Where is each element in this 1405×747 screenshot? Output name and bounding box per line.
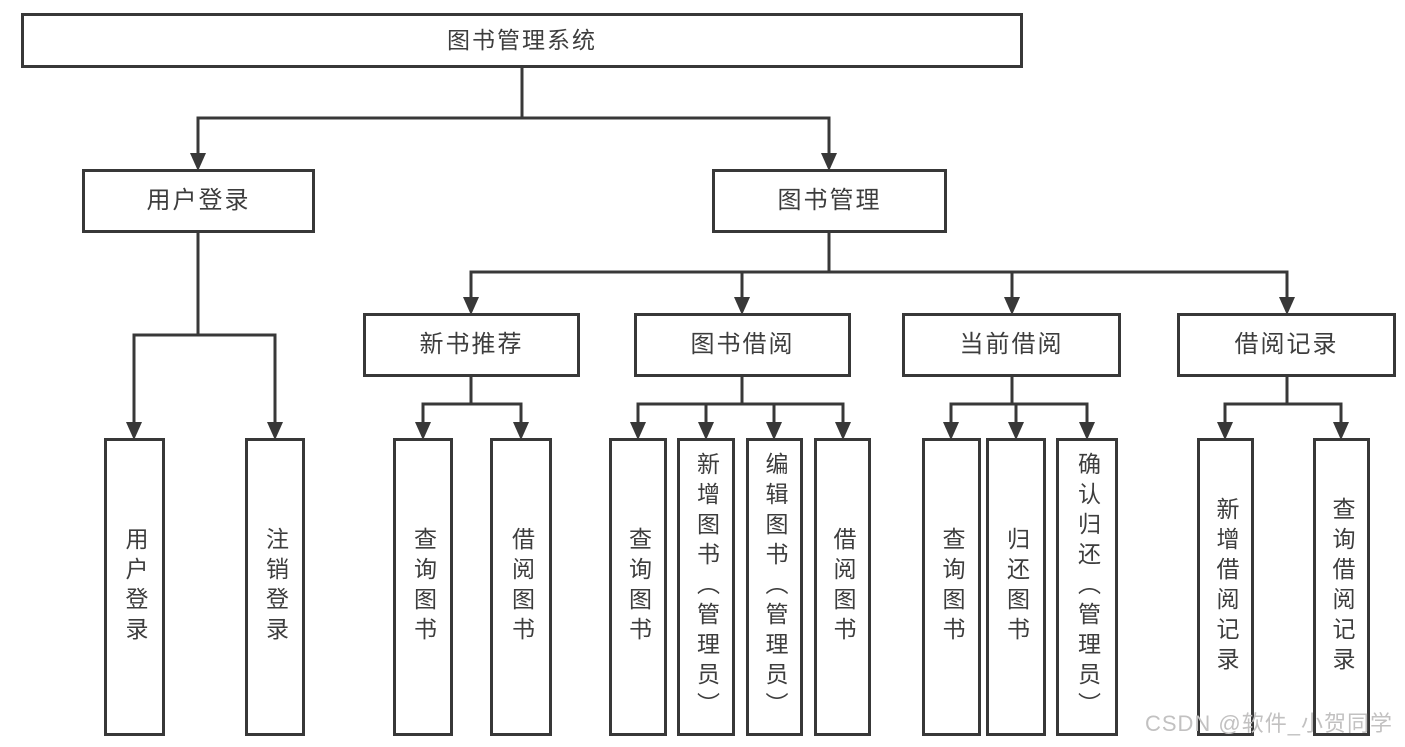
node-borrowing-records: 借阅记录: [1177, 313, 1396, 377]
node-new-book-recommendation: 新书推荐: [363, 313, 580, 377]
leaf-return-books: 归还图书: [986, 438, 1046, 736]
leaf-logout: 注销登录: [245, 438, 305, 736]
leaf-borrow-books-under-borrowing: 借阅图书: [814, 438, 871, 736]
leaf-query-books-under-current: 查询图书: [922, 438, 981, 736]
leaf-borrow-books-under-recommendation: 借阅图书: [490, 438, 552, 736]
leaf-add-borrow-record: 新增借阅记录: [1197, 438, 1254, 736]
leaf-query-books-under-borrowing: 查询图书: [609, 438, 667, 736]
leaf-edit-books-admin: 编辑图书（管理员）: [746, 438, 803, 736]
leaf-confirm-return-admin: 确认归还（管理员）: [1056, 438, 1118, 736]
node-book-borrowing: 图书借阅: [634, 313, 851, 377]
node-book-management: 图书管理: [712, 169, 947, 233]
leaf-query-books-under-recommendation: 查询图书: [393, 438, 453, 736]
arrowheads: [126, 153, 1349, 440]
leaf-query-borrow-record: 查询借阅记录: [1313, 438, 1370, 736]
node-user-login: 用户登录: [82, 169, 315, 233]
node-current-borrowing: 当前借阅: [902, 313, 1121, 377]
node-root-library-management-system: 图书管理系统: [21, 13, 1023, 68]
tree-edges: [132, 66, 1343, 425]
leaf-add-books-admin: 新增图书（管理员）: [677, 438, 735, 736]
leaf-user-login: 用户登录: [104, 438, 165, 736]
csdn-watermark: CSDN @软件_小贺同学: [1144, 711, 1393, 736]
